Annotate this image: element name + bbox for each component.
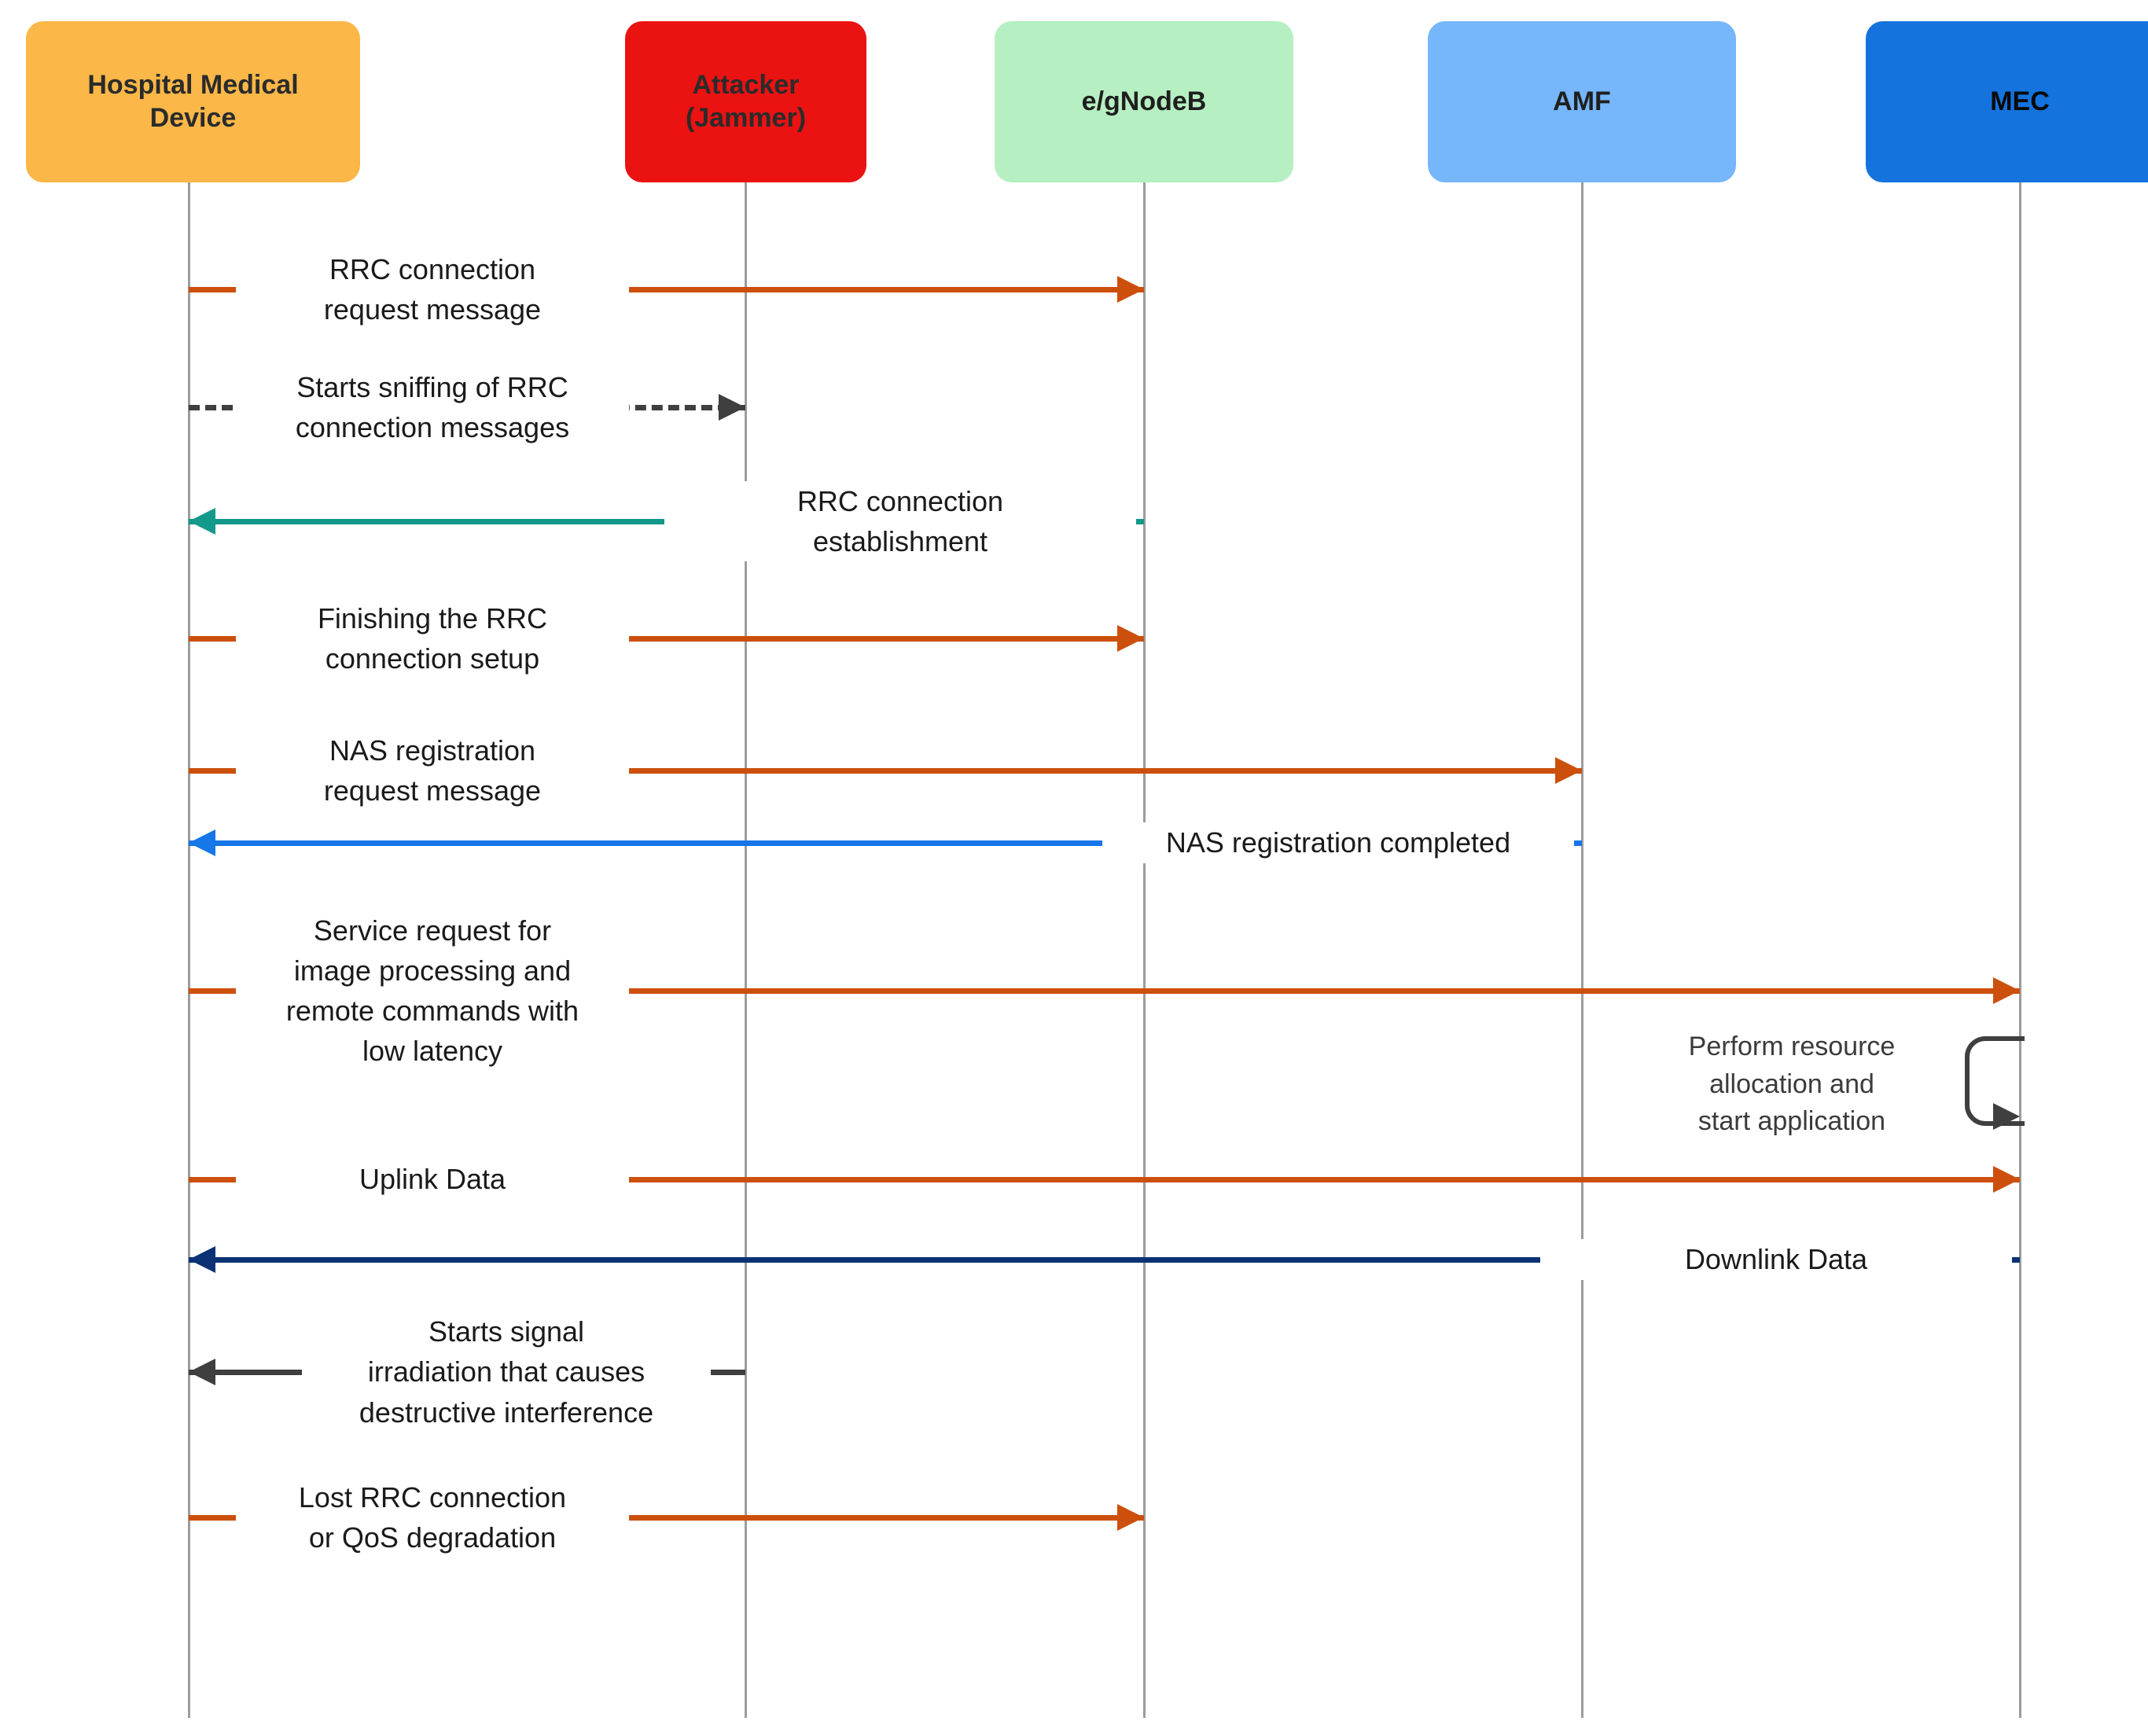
- message-line-m1: [189, 287, 1144, 292]
- lifeline-attacker: [745, 182, 747, 1718]
- actor-label-attacker: Attacker (Jammer): [685, 70, 807, 133]
- message-label-m5: NAS registration request message: [236, 730, 629, 811]
- actor-label-device: Hospital Medical Device: [87, 70, 299, 133]
- actor-box-attacker[interactable]: Attacker (Jammer): [625, 21, 866, 182]
- lifeline-gnodeb: [1143, 182, 1146, 1718]
- arrow-head-m10: [189, 1359, 215, 1385]
- message-line-m8: [189, 1177, 2020, 1182]
- actor-label-amf: AMF: [1553, 86, 1611, 116]
- arrow-head-m2: [719, 394, 745, 421]
- actor-box-gnodeb[interactable]: e/gNodeB: [995, 21, 1293, 182]
- message-line-m4: [189, 636, 1144, 642]
- arrow-head-m1: [1117, 276, 1144, 303]
- message-label-m8: Uplink Data: [236, 1159, 629, 1200]
- message-label-m10: Starts signal irradiation that causes de…: [302, 1311, 711, 1433]
- actor-box-amf[interactable]: AMF: [1428, 21, 1736, 182]
- message-label-m11: Lost RRC connection or QoS degradation: [236, 1477, 629, 1558]
- message-label-m9: Downlink Data: [1540, 1239, 2012, 1280]
- arrow-head-m6: [189, 829, 215, 856]
- message-label-m4: Finishing the RRC connection setup: [236, 598, 629, 679]
- lifeline-device: [188, 182, 190, 1718]
- message-label-m2: Starts sniffing of RRC connection messag…: [236, 366, 629, 448]
- actor-label-gnodeb: e/gNodeB: [1081, 86, 1207, 116]
- message-line-m6: [189, 840, 1582, 846]
- actor-box-mec[interactable]: MEC: [1866, 21, 2148, 182]
- arrow-head-m11: [1117, 1504, 1144, 1531]
- message-label-m3: RRC connection establishment: [664, 480, 1136, 562]
- lifeline-mec: [2019, 182, 2021, 1718]
- arrow-head-m9: [189, 1246, 215, 1273]
- message-line-m9: [189, 1257, 2020, 1263]
- self-message-arrow-s1: [1993, 1103, 2020, 1130]
- self-message-label-s1: Perform resource allocation and start ap…: [1688, 1032, 1896, 1137]
- actor-label-mec: MEC: [1990, 86, 2050, 116]
- message-line-m5: [189, 768, 1582, 774]
- message-label-m1: RRC connection request message: [236, 248, 629, 330]
- arrow-head-m3: [189, 508, 215, 535]
- actor-box-device[interactable]: Hospital Medical Device: [26, 21, 360, 182]
- arrow-head-m8: [1993, 1166, 2020, 1193]
- message-line-m7: [189, 988, 2020, 994]
- message-label-m7: Service request for image processing and…: [236, 910, 629, 1072]
- arrow-head-m4: [1117, 625, 1144, 652]
- arrow-head-m7: [1993, 977, 2020, 1004]
- arrow-head-m5: [1555, 757, 1582, 784]
- message-label-m6: NAS registration completed: [1102, 822, 1574, 863]
- lifeline-amf: [1581, 182, 1583, 1718]
- message-line-m11: [189, 1515, 1144, 1521]
